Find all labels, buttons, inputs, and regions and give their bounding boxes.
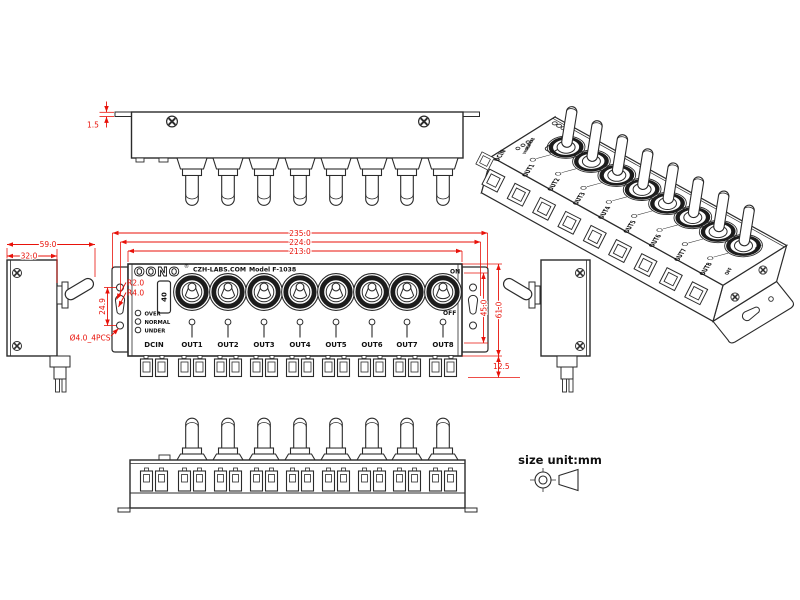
svg-text:235.0: 235.0 xyxy=(289,229,311,238)
led-over xyxy=(134,309,142,317)
top-view: 1.5 xyxy=(87,101,480,206)
perspective-view: OVER NORMAL UNDER xyxy=(475,105,795,344)
dim-panel-width: 213.0 xyxy=(127,246,463,262)
svg-text:213.0: 213.0 xyxy=(289,247,311,256)
dim-slot-radii: R2.0 R4.0 xyxy=(116,279,144,308)
svg-text:12.5: 12.5 xyxy=(493,362,510,371)
out6-label: OUT6 xyxy=(361,341,382,349)
led-normal-label: NORMAL xyxy=(145,320,171,326)
out3-label: OUT3 xyxy=(253,341,274,349)
led-over-label-3d: OVER xyxy=(526,137,535,145)
out7-label: OUT7 xyxy=(396,341,417,349)
brand-website: CZH-LABS.COM xyxy=(193,267,246,274)
mount-hole xyxy=(469,283,477,292)
size-unit-label: size unit:mm xyxy=(518,453,602,467)
fuse-rating-label: 40 xyxy=(161,292,169,302)
led-under xyxy=(134,326,142,334)
toggle-bezels-3d xyxy=(539,131,770,261)
led-under-label: UNDER xyxy=(145,329,166,335)
mount-flange-3d xyxy=(712,280,795,344)
led-under-label-3d: UNDER xyxy=(522,144,533,154)
out1-label: OUT1 xyxy=(181,341,202,349)
mount-hole xyxy=(116,321,124,330)
svg-text:61.0: 61.0 xyxy=(495,301,504,318)
dim-label-overall-depth: 59.0 xyxy=(40,240,57,249)
svg-text:224.0: 224.0 xyxy=(289,238,311,247)
dcin-label: DCIN xyxy=(144,341,164,349)
mount-hole xyxy=(116,283,124,292)
dim-terminal-depth: 12.5 xyxy=(468,356,520,378)
right-side-view xyxy=(502,259,591,393)
bottom-view xyxy=(117,417,478,513)
on-label-3d: ON xyxy=(754,244,764,251)
dim-mount-holes: Ø4.0_4PCS xyxy=(70,328,119,343)
dim-mount-slot-span: 224.0 xyxy=(120,237,481,296)
size-unit-note: size unit:mm xyxy=(518,453,602,492)
on-label: ON xyxy=(450,269,460,276)
mount-ear-left xyxy=(111,266,129,353)
dim-switch-row-height: 45.0 xyxy=(464,272,490,344)
led-links-3d xyxy=(529,154,729,261)
out8-label: OUT8 xyxy=(432,341,453,349)
dim-overall-depth: 59.0 xyxy=(6,239,96,277)
svg-text:R2.0: R2.0 xyxy=(127,279,144,288)
dim-label-body-depth: 32.0 xyxy=(21,252,38,261)
led-over-label: OVER xyxy=(145,312,161,318)
svg-text:R4.0: R4.0 xyxy=(127,289,144,298)
out2-label: OUT2 xyxy=(217,341,238,349)
dim-label-flange: 1.5 xyxy=(87,121,99,130)
left-side-view: 59.0 32.0 xyxy=(6,239,96,393)
out5-label: OUT5 xyxy=(325,341,346,349)
top-face-3d: OVER NORMAL UNDER xyxy=(487,116,786,287)
mount-hole xyxy=(469,321,477,330)
off-label: OFF xyxy=(443,310,456,317)
svg-text:Ø4.0_4PCS: Ø4.0_4PCS xyxy=(70,334,111,343)
dim-body-depth: 32.0 xyxy=(6,249,58,283)
dim-flange-thickness: 1.5 xyxy=(87,101,114,130)
brand-logo: OONO xyxy=(134,264,180,279)
projection-symbol-icon xyxy=(530,468,579,492)
front-view: OONO ® CZH-LABS.COM Model F-1038 ON OFF … xyxy=(70,228,520,378)
svg-text:24.9: 24.9 xyxy=(98,298,107,315)
led-normal xyxy=(134,318,142,325)
model-number: Model F-1038 xyxy=(249,267,296,274)
svg-text:45.0: 45.0 xyxy=(480,299,489,316)
dim-ear-hole-spacing: 24.9 xyxy=(97,287,116,326)
off-label-3d: OFF xyxy=(723,267,734,275)
out4-label: OUT4 xyxy=(289,341,310,349)
dim-panel-height: 61.0 xyxy=(462,263,505,357)
fuse-holder xyxy=(156,280,172,314)
dim-overall-width: 235.0 xyxy=(112,228,488,268)
registered-mark: ® xyxy=(184,263,189,270)
